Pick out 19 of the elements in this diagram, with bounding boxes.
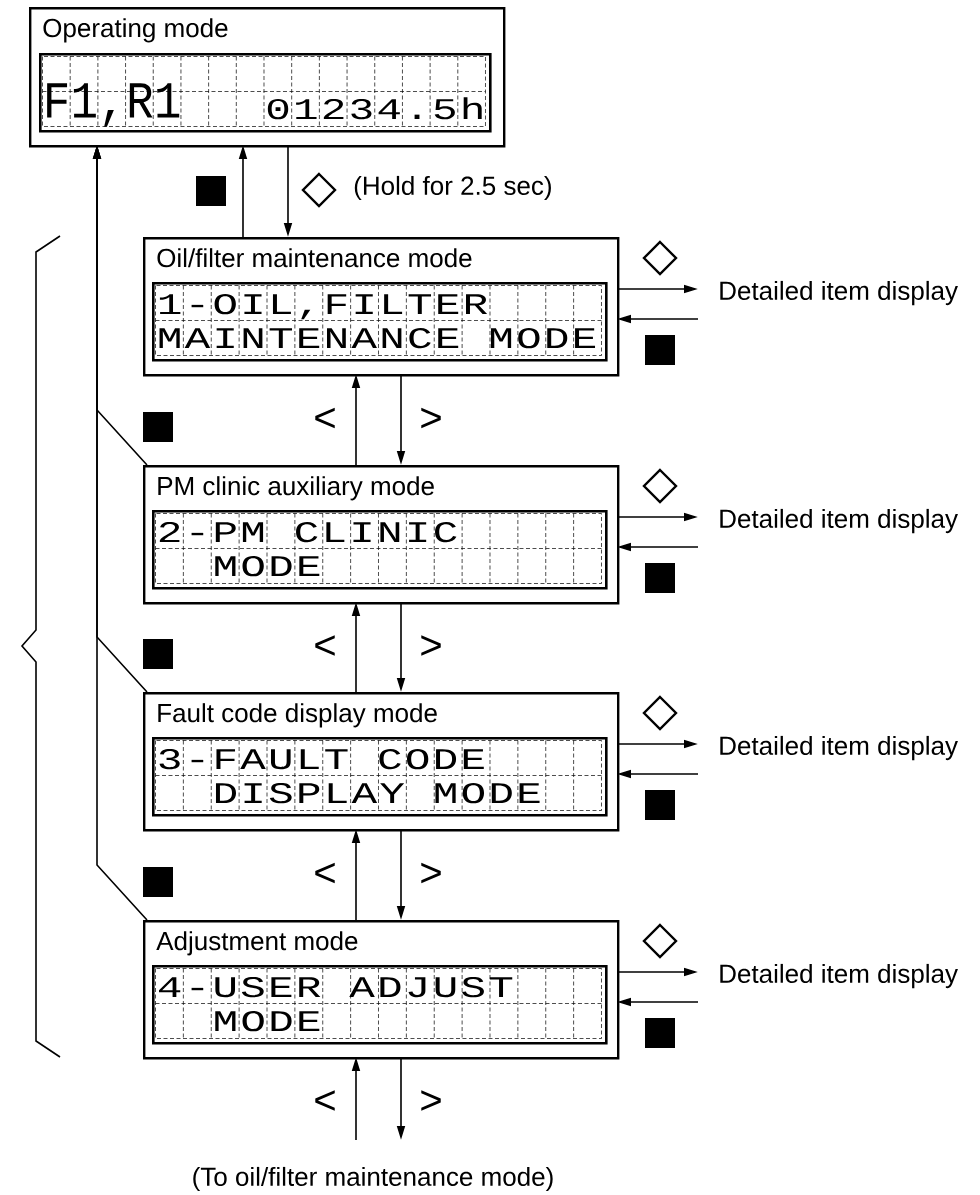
text-label: Detailed item display xyxy=(720,963,958,989)
lcd-display: 1-OIL,FILTER MAINTENANCE MODE xyxy=(152,282,608,362)
lcd-display: 3-FAULT CODE DISPLAY MODE xyxy=(152,737,608,817)
edge-label: > xyxy=(418,634,444,660)
edge-label: > xyxy=(418,1089,444,1115)
text-label: (To oil/filter maintenance mode) xyxy=(193,1166,553,1192)
edge-label: < xyxy=(312,406,338,433)
text-label: Detailed item display xyxy=(720,735,958,761)
lcd-display: 2-PM CLINIC MODE xyxy=(152,510,608,590)
edge-label: > xyxy=(418,861,444,888)
edge-label: < xyxy=(312,861,338,888)
edge-label: < xyxy=(312,634,338,660)
lcd-display: 4-USER ADJUST MODE xyxy=(152,965,608,1045)
text-label: Detailed item display xyxy=(720,280,958,306)
lcd-display: F1,R1 01234.5h xyxy=(39,53,492,133)
edge-label: < xyxy=(312,1089,338,1115)
edge-label: > xyxy=(418,406,444,433)
text-label: Detailed item display xyxy=(720,508,958,534)
edge-label: (Hold for 2.5 sec) xyxy=(352,174,554,202)
